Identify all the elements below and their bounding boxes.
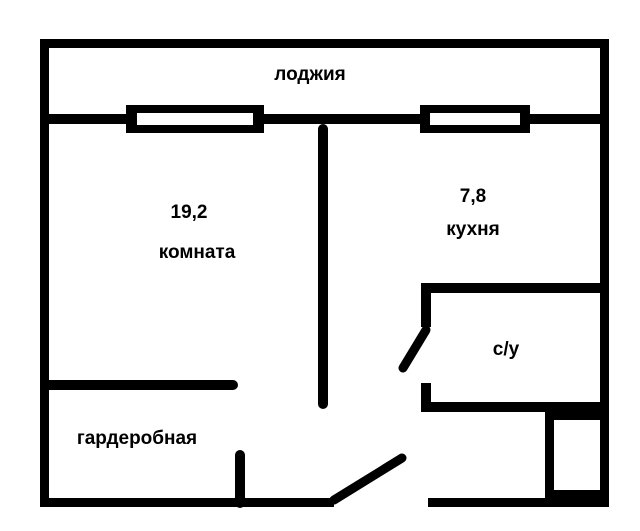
label-bathroom: с/у [493,339,520,360]
wardrobe-door-jamb [235,450,245,508]
closet-wall-bottom [545,490,609,499]
partition-room-kitchen [318,124,328,409]
entrance-door [329,453,407,505]
label-living-area: 19,2 [171,202,208,223]
bathroom-door [398,325,431,373]
closet-wall-left [545,412,554,507]
closet-wall-top [545,412,609,420]
label-kitchen-area: 7,8 [460,186,486,207]
bathroom-wall-top [421,283,609,293]
bathroom-wall-left-upper [421,283,431,327]
outer-wall-bottom-right [428,498,609,507]
outer-wall-left [40,39,49,507]
bathroom-wall-bottom [421,402,609,412]
label-living-name: комната [159,242,236,263]
label-loggia: лоджия [274,64,345,85]
wardrobe-wall [40,380,238,390]
loggia-wall [40,114,609,124]
outer-wall-right [600,39,609,507]
label-wardrobe: гардеробная [77,428,197,449]
outer-wall-bottom-left [40,498,334,507]
label-kitchen-name: кухня [446,219,499,240]
outer-wall-top [40,39,609,48]
bathroom-wall-left-lower [421,383,431,412]
